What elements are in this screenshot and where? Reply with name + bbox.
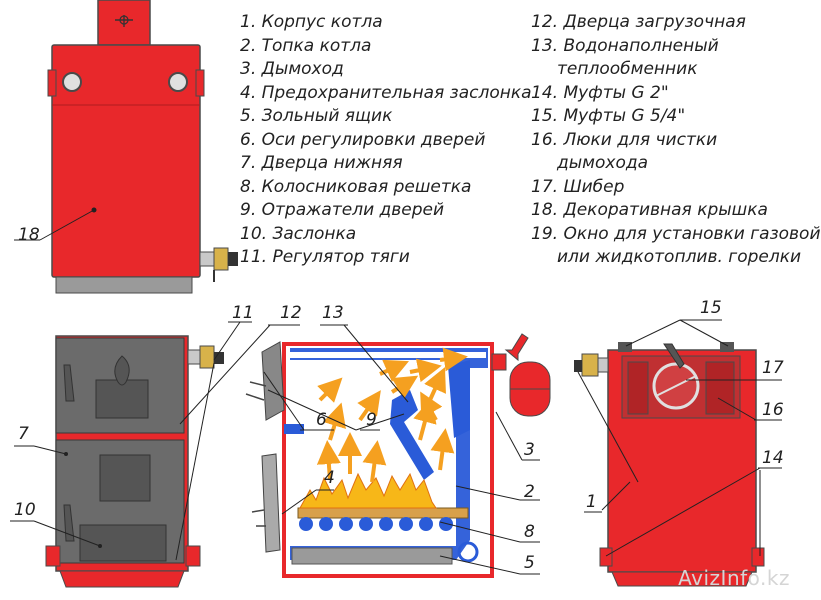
grate xyxy=(297,507,469,531)
draft-regulator-rear xyxy=(581,353,599,377)
flow-arrows xyxy=(316,347,468,483)
callout-8: 8 xyxy=(524,522,535,542)
legend-item: 19. Окно для установки газовой xyxy=(531,223,821,244)
callout-18: 18 xyxy=(18,225,40,245)
callout-9: 9 xyxy=(366,410,377,430)
diagram-canvas xyxy=(10,0,782,588)
callout-4: 4 xyxy=(324,468,335,488)
boiler-diagram: 1. Корпус котла 2. Топка котла 3. Дымоход 4… xyxy=(10,0,821,590)
callout-12: 12 xyxy=(280,303,302,323)
legend-item: 7. Дверца нижняя xyxy=(240,153,403,173)
legend-item: 13. Водонаполненый xyxy=(531,35,719,56)
chimney-damper-handle xyxy=(115,15,133,27)
callout-13: 13 xyxy=(322,303,344,323)
top-boiler-view xyxy=(14,0,238,294)
base-plate xyxy=(55,276,193,294)
legend-item: 18. Декоративная крышка xyxy=(531,200,768,220)
legend-item: 12. Дверца загрузочная xyxy=(531,12,746,32)
callout-11: 11 xyxy=(232,303,254,323)
callout-16: 16 xyxy=(762,400,784,420)
legend-item: 1. Корпус котла xyxy=(240,12,383,32)
callout-6: 6 xyxy=(316,410,327,430)
legend-item: 4. Предохранительная заслонка xyxy=(240,82,532,103)
section-boiler-view xyxy=(245,324,551,578)
legend-item: 16. Люки для чистки xyxy=(531,129,718,150)
water-heat-exchanger xyxy=(390,390,434,480)
legend-item: теплообменник xyxy=(557,59,698,79)
lower-door-open xyxy=(261,453,281,553)
legend-item: 8. Колосниковая решетка xyxy=(240,176,472,197)
legend-item: дымохода xyxy=(557,153,649,173)
callout-5: 5 xyxy=(524,553,535,573)
coupling-left xyxy=(62,72,82,92)
coupling-right xyxy=(168,72,188,92)
loading-door-open xyxy=(261,341,285,421)
callout-7: 7 xyxy=(18,424,29,444)
legend-right: 12. Дверца загрузочная 13. Водонаполненый… xyxy=(531,11,821,270)
legend-item: 2. Топка котла xyxy=(240,35,372,56)
callout-1: 1 xyxy=(586,492,597,512)
callout-14: 14 xyxy=(762,448,784,468)
flames xyxy=(299,472,437,509)
front-boiler-view xyxy=(10,321,300,588)
legend-item: 3. Дымоход xyxy=(240,59,344,79)
legend-item: 14. Муфты G 2" xyxy=(531,82,669,103)
legend-item: 6. Оси регулировки дверей xyxy=(240,129,486,150)
legend-item: или жидкотоплив. горелки xyxy=(557,247,802,267)
callout-3: 3 xyxy=(524,440,535,460)
legend-item: 5. Зольный ящик xyxy=(240,106,393,126)
callout-15: 15 xyxy=(700,298,722,318)
legend-item: 11. Регулятор тяги xyxy=(240,247,410,267)
draft-regulator-front xyxy=(199,345,215,369)
legend-item: 10. Заслонка xyxy=(240,223,357,244)
legend-item: 9. Отражатели дверей xyxy=(240,200,445,220)
draft-regulator xyxy=(213,247,229,271)
legend-item: 17. Шибер xyxy=(531,176,625,197)
ash-box xyxy=(291,547,453,565)
callout-10: 10 xyxy=(14,500,36,520)
callout-2: 2 xyxy=(524,482,535,502)
legend-item: 15. Муфты G 5/4" xyxy=(531,106,686,126)
flame-vent xyxy=(114,355,130,386)
legend-left: 1. Корпус котла 2. Топка котла 3. Дымоход 4… xyxy=(240,11,532,270)
callout-17: 17 xyxy=(762,358,784,378)
watermark: AvizInfo.kz xyxy=(678,566,790,590)
damper-plate xyxy=(79,524,167,562)
rear-boiler-view xyxy=(574,319,782,587)
